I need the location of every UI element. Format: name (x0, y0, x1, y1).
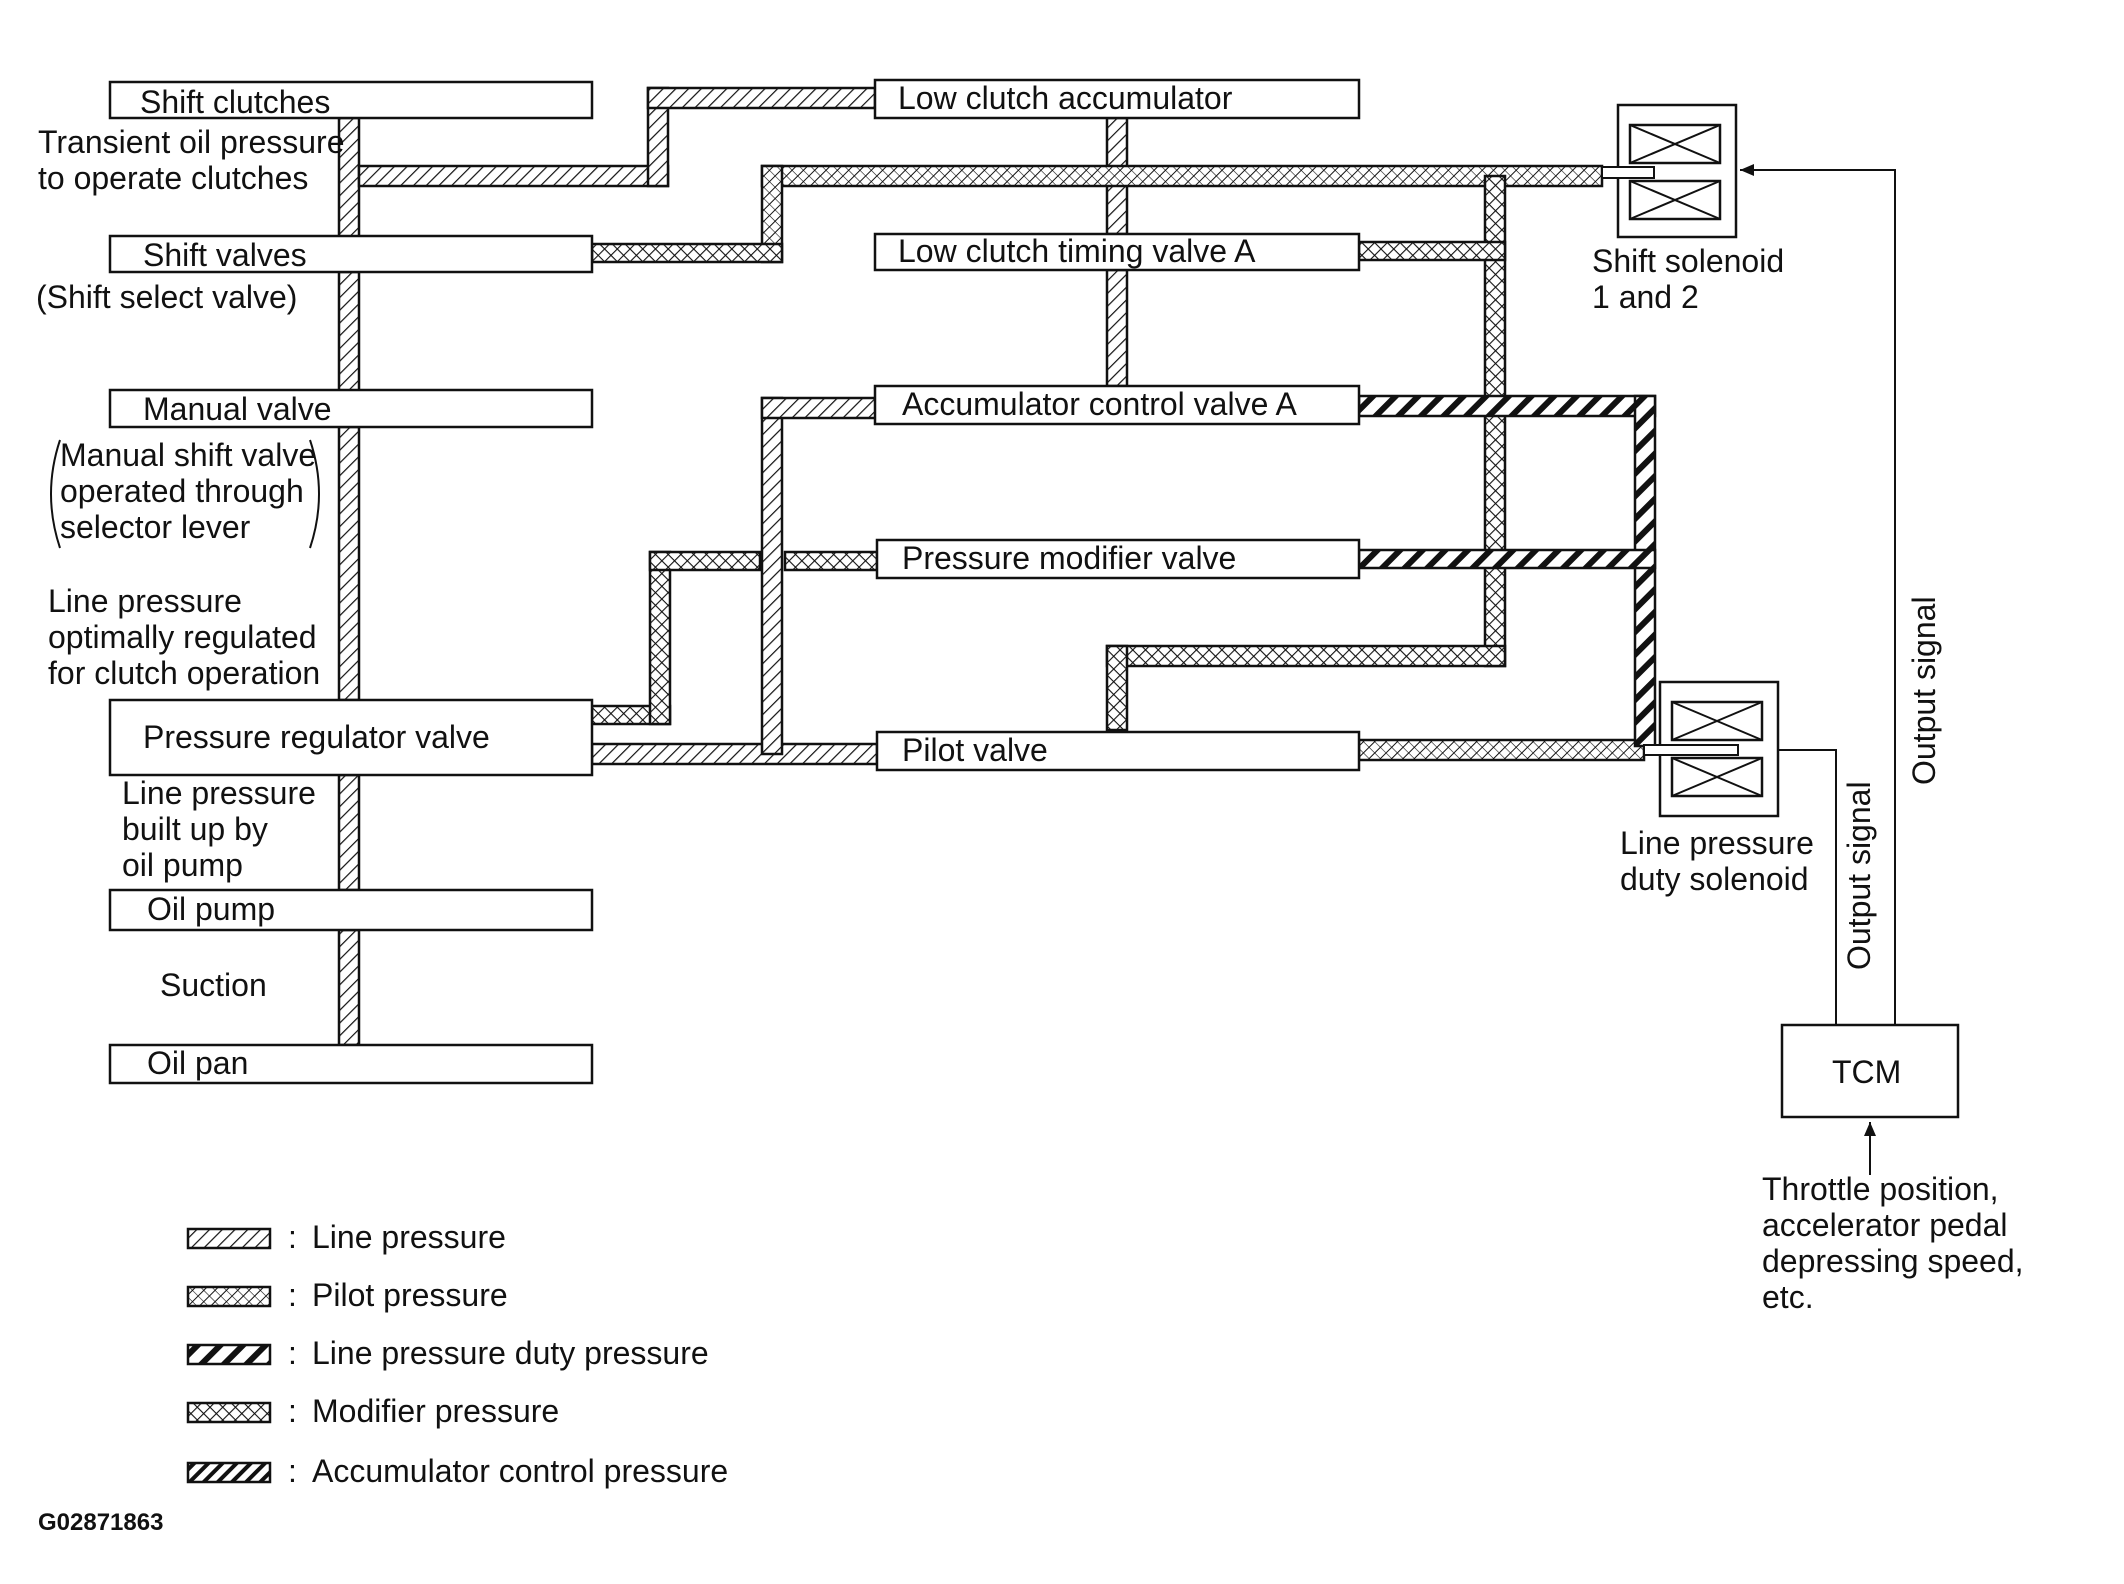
pipe-duty-accum-ctrl (1357, 394, 1657, 418)
legend-swatch-modifier-pressure (186, 1401, 272, 1424)
box-shift-clutches (108, 80, 594, 120)
left-paren (50, 439, 61, 549)
label-throttle-3: depressing speed, (1762, 1243, 2024, 1279)
note-shift-select: (Shift select valve) (36, 279, 297, 315)
label-shift-clutches: Shift clutches (140, 84, 330, 120)
box-pressure-regulator-valve (108, 698, 594, 777)
note-transient-2: to operate clutches (38, 160, 308, 196)
legend-label-pilot-pressure: Pilot pressure (312, 1277, 508, 1313)
legend-swatch-line-pressure (186, 1227, 272, 1250)
label-shift-solenoid-2: 1 and 2 (1592, 279, 1699, 315)
pressure-pipes (337, 86, 1739, 1047)
label-duty-solenoid-2: duty solenoid (1620, 861, 1809, 897)
note-line-built-1: Line pressure (122, 775, 316, 811)
svg-text::: : (288, 1393, 297, 1429)
annotation-notes: Transient oil pressure to operate clutch… (36, 124, 345, 1003)
note-manual-3: selector lever (60, 509, 251, 545)
figure-id: G02871863 (38, 1509, 163, 1536)
pipe-modifier-timing (1357, 240, 1507, 262)
legend-swatch-duty-pressure (186, 1343, 272, 1366)
label-throttle-1: Throttle position, (1762, 1171, 1999, 1207)
note-transient-1: Transient oil pressure (38, 124, 345, 160)
svg-text::: : (288, 1219, 297, 1255)
legend: : Line pressure : Pilot pressure : Line … (186, 1219, 728, 1489)
label-shift-solenoid-1: Shift solenoid (1592, 243, 1784, 279)
valve-boxes (108, 78, 1960, 1119)
note-line-opt-3: for clutch operation (48, 655, 320, 691)
box-low-clutch-timing-valve (873, 232, 1361, 272)
pipe-line-main-5 (337, 928, 361, 1047)
box-oil-pan (108, 1043, 594, 1085)
label-throttle-4: etc. (1762, 1279, 1814, 1315)
legend-swatch-accumulator-pressure (186, 1461, 272, 1484)
label-low-clutch-timing-valve: Low clutch timing valve A (898, 233, 1256, 269)
svg-text::: : (288, 1277, 297, 1313)
box-oil-pump (108, 888, 594, 932)
note-suction: Suction (160, 967, 267, 1003)
box-pilot-valve (875, 730, 1361, 772)
label-shift-valves: Shift valves (143, 237, 307, 273)
signal-labels: Output signal Output signal Throttle pos… (1762, 596, 2024, 1315)
signal-wires (1740, 164, 1896, 1175)
pipe-duty-pmv (1357, 548, 1657, 570)
box-tcm (1780, 1023, 1960, 1119)
right-paren (309, 439, 320, 549)
legend-label-line-pressure: Line pressure (312, 1219, 506, 1255)
box-manual-valve (108, 388, 594, 429)
legend-label-accumulator-pressure: Accumulator control pressure (312, 1453, 728, 1489)
box-accumulator-control-valve (873, 384, 1361, 426)
pipe-pilot-top (760, 164, 1604, 188)
note-line-opt-2: optimally regulated (48, 619, 317, 655)
note-manual-2: operated through (60, 473, 304, 509)
pipe-line-main-4 (337, 773, 361, 892)
pipe-line-timing-accum-ctrl (1105, 268, 1129, 388)
note-manual-1: Manual shift valve (60, 437, 316, 473)
pipe-pilot-duty (1357, 738, 1646, 762)
label-duty-solenoid-1: Line pressure (1620, 825, 1814, 861)
label-manual-valve: Manual valve (143, 391, 332, 427)
label-output-signal-b: Output signal (1841, 781, 1877, 970)
legend-label-duty-pressure: Line pressure duty pressure (312, 1335, 709, 1371)
label-throttle-2: accelerator pedal (1762, 1207, 2007, 1243)
label-pilot-valve: Pilot valve (902, 732, 1048, 768)
pipe-modifier-shift-valves (590, 242, 784, 264)
box-pressure-modifier-valve (875, 538, 1361, 580)
legend-label-modifier-pressure: Modifier pressure (312, 1393, 559, 1429)
svg-text::: : (288, 1335, 297, 1371)
solenoid-labels: Shift solenoid 1 and 2 Line pressure dut… (1592, 243, 1814, 897)
note-line-built-3: oil pump (122, 847, 243, 883)
label-oil-pump: Oil pump (147, 891, 275, 927)
legend-swatch-pilot-pressure (186, 1285, 272, 1308)
note-line-built-2: built up by (122, 811, 268, 847)
box-shift-valves (108, 234, 594, 274)
label-output-signal-a: Output signal (1906, 596, 1942, 785)
pipe-line-main-2 (337, 270, 361, 394)
label-tcm: TCM (1832, 1054, 1901, 1090)
label-accumulator-control-valve: Accumulator control valve A (902, 386, 1298, 422)
box-low-clutch-accumulator (873, 78, 1361, 120)
pipe-modifier-to-pilot (1105, 644, 1507, 668)
label-pressure-modifier-valve: Pressure modifier valve (902, 540, 1236, 576)
pipe-line-regulator-pilot (590, 742, 879, 766)
label-oil-pan: Oil pan (147, 1045, 248, 1081)
note-line-opt-1: Line pressure (48, 583, 242, 619)
pipe-line-main-3 (337, 425, 361, 702)
pipe-duty-column (1633, 394, 1657, 748)
label-pressure-regulator-valve: Pressure regulator valve (143, 719, 490, 755)
svg-text::: : (288, 1453, 297, 1489)
label-low-clutch-accumulator: Low clutch accumulator (898, 80, 1233, 116)
pipe-modifier-pmv (783, 550, 879, 572)
valve-labels: Shift clutches Shift valves Manual valve… (140, 80, 1901, 1090)
